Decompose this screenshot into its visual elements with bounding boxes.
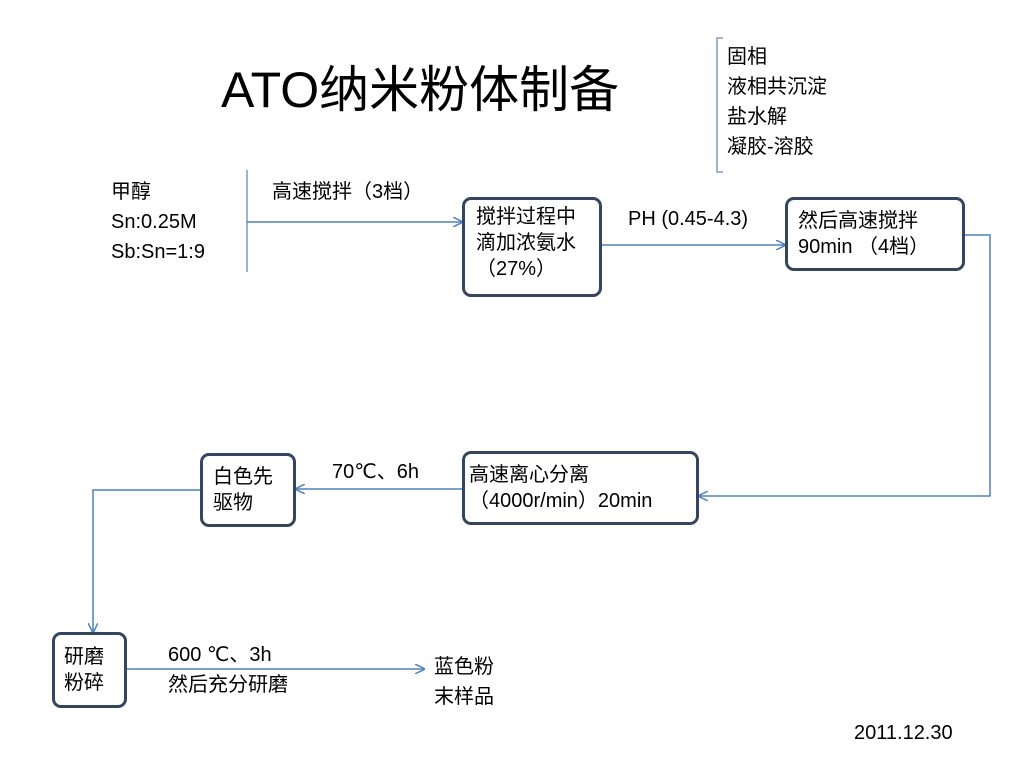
edge-label-calcination: 600 ℃、3h 然后充分研磨 [168,640,288,700]
step-node-line: 然后高速搅拌 [798,210,918,232]
step-node-line: 研磨 [64,646,104,668]
method-item: 固相 [727,46,767,68]
arrow-high-speed-to-centrifuge [699,234,991,496]
method-item: 凝胶-溶胶 [727,136,814,158]
input-list: 甲醇 Sn:0.25M Sb:Sn=1:9 [111,177,205,267]
edge-label-line: 600 ℃、3h [168,644,272,666]
step-node-centrifuge: 高速离心分离 （4000r/min）20min [462,451,699,525]
arrow-precursor-to-grinding [93,489,200,632]
step-node-line: 滴加浓氨水 [476,232,576,254]
step-node-line: 白色先 [213,466,273,488]
output-line: 末样品 [434,686,494,708]
page-title: ATO纳米粉体制备 [221,62,620,118]
slide-date: 2011.12.30 [854,722,953,744]
edge-label-line: 然后充分研磨 [168,674,288,696]
step-node-line: （4000r/min）20min [469,490,653,512]
step-node-high-speed-stirring: 然后高速搅拌 90min （4档） [785,197,965,271]
step-node-line: 高速离心分离 [469,464,589,486]
input-item: 甲醇 [111,181,151,203]
step-node-line: （27%） [476,258,557,280]
input-item: Sb:Sn=1:9 [111,241,205,263]
edge-label-drying: 70℃、6h [332,461,419,483]
output-product: 蓝色粉 末样品 [434,652,494,712]
methods-bracket [716,37,723,173]
edge-label-ph: PH (0.45-4.3) [628,208,749,230]
method-list: 固相 液相共沉淀 盐水解 凝胶-溶胶 [727,42,827,162]
step-node-line: 粉碎 [64,672,104,694]
output-line: 蓝色粉 [434,656,494,678]
edge-label-stirring-speed: 高速搅拌（3档） [272,181,424,203]
step-node-grinding: 研磨 粉碎 [52,632,127,708]
method-item: 液相共沉淀 [727,76,827,98]
step-node-line: 搅拌过程中 [476,206,576,228]
input-item: Sn:0.25M [111,211,197,233]
step-node-line: 90min （4档） [798,236,930,258]
step-node-stirring: 搅拌过程中 滴加浓氨水 （27%） [462,197,602,297]
step-node-line: 驱物 [213,492,253,514]
step-node-white-precursor: 白色先 驱物 [200,453,296,527]
method-item: 盐水解 [727,106,787,128]
